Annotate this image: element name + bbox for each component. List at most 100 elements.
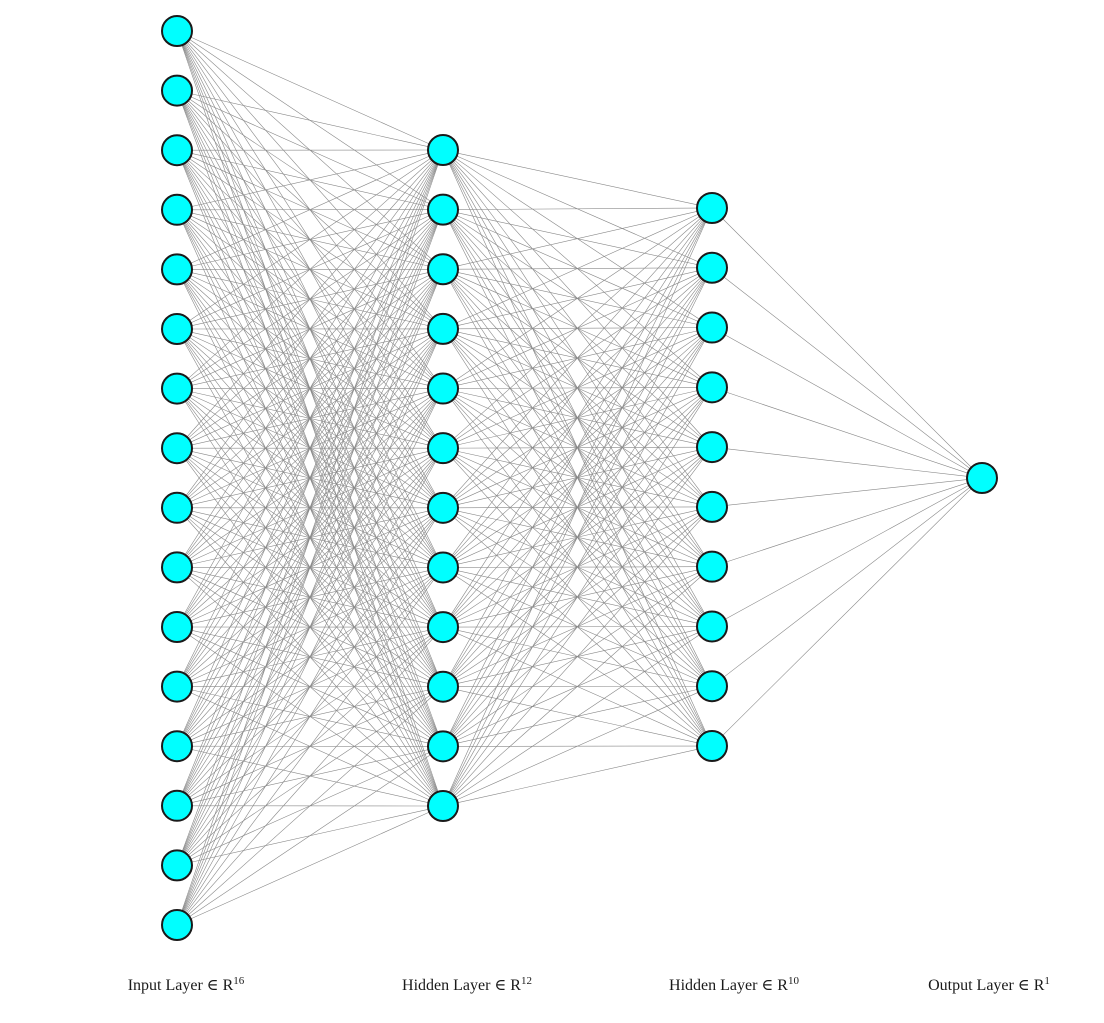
neuron-node-input-14[interactable] [161, 789, 193, 822]
network-edge [456, 692, 699, 801]
layer-label-dimension: 16 [233, 975, 245, 987]
network-edge [457, 211, 698, 267]
neuron-node-input-15[interactable] [161, 849, 193, 882]
network-edge [189, 754, 431, 917]
neuron-node-hidden1-12[interactable] [427, 790, 459, 822]
layer-label-text: Output Layer ∈ R [928, 977, 1045, 994]
neuron-node-hidden2-6[interactable] [696, 490, 728, 523]
network-edge [182, 163, 438, 793]
neuron-node-input-5[interactable] [161, 253, 193, 286]
network-edge [190, 811, 430, 920]
neuron-node-hidden2-7[interactable] [696, 550, 728, 583]
network-edge [726, 391, 968, 474]
neuron-node-hidden1-8[interactable] [427, 551, 459, 584]
neuron-node-input-10[interactable] [161, 551, 193, 584]
network-edge [455, 216, 700, 381]
network-edge [454, 576, 701, 797]
neuron-node-hidden2-4[interactable] [696, 371, 728, 404]
layer-label-dimension: 1 [1044, 975, 1050, 987]
network-edge [190, 155, 430, 264]
neuron-node-hidden2-8[interactable] [696, 610, 728, 643]
network-edge [450, 340, 705, 794]
network-edge [726, 482, 968, 563]
network-edge [187, 696, 433, 916]
neuron-node-input-8[interactable] [161, 432, 193, 465]
layer-label-hidden1: Hidden Layer ∈ R12 [402, 975, 532, 994]
layer-label-text: Input Layer ∈ R [128, 977, 234, 994]
neuron-node-hidden1-2[interactable] [427, 193, 459, 226]
network-edge [191, 93, 429, 148]
neuron-node-hidden1-7[interactable] [427, 491, 459, 524]
neuron-node-input-11[interactable] [161, 611, 193, 643]
network-edge [457, 152, 698, 206]
neuron-node-hidden2-9[interactable] [696, 670, 728, 703]
neuron-node-hidden2-5[interactable] [696, 431, 728, 464]
network-edge [450, 220, 705, 615]
network-edge [450, 399, 705, 794]
neuron-node-input-3[interactable] [161, 134, 193, 167]
network-edge [724, 484, 970, 620]
network-edge [455, 634, 700, 798]
neuron-node-hidden1-11[interactable] [427, 730, 459, 763]
network-edge [185, 579, 435, 914]
neuron-node-hidden2-3[interactable] [696, 311, 728, 344]
network-edge [724, 334, 970, 471]
neuron-node-input-4[interactable] [161, 193, 193, 226]
network-edge [726, 448, 968, 477]
neuron-node-input-13[interactable] [161, 730, 193, 763]
network-edge [452, 218, 703, 497]
neuron-node-hidden2-2[interactable] [696, 251, 728, 284]
neuron-node-input-7[interactable] [161, 372, 193, 405]
network-edge [182, 283, 438, 912]
network-edge [453, 217, 702, 439]
neuron-node-hidden1-1[interactable] [427, 134, 459, 166]
network-edge [450, 220, 705, 674]
nodes-group [161, 15, 998, 941]
network-edge [726, 479, 968, 506]
network-edge [181, 223, 439, 912]
network-edge [452, 517, 703, 796]
network-edge [181, 164, 439, 911]
network-edge [183, 401, 437, 912]
neuron-node-hidden2-10[interactable] [696, 730, 728, 762]
network-edge [449, 221, 706, 734]
neuron-node-input-2[interactable] [161, 74, 193, 107]
network-edge [184, 162, 436, 615]
network-edge [181, 163, 439, 852]
network-edge [722, 488, 972, 736]
network-edge [451, 458, 704, 795]
network-edge [187, 159, 433, 379]
network-edge [183, 163, 437, 674]
neuron-node-hidden1-10[interactable] [427, 670, 459, 703]
network-edge [186, 160, 434, 438]
layer-label-input: Input Layer ∈ R16 [128, 975, 245, 994]
neuron-node-hidden2-1[interactable] [696, 192, 728, 224]
layer-label-text: Hidden Layer ∈ R [669, 977, 788, 994]
neuron-node-hidden1-4[interactable] [427, 312, 459, 345]
network-edge [723, 486, 971, 678]
network-edge [185, 161, 435, 496]
neuron-node-input-9[interactable] [161, 491, 193, 524]
network-edge [189, 158, 431, 321]
neuron-node-input-6[interactable] [161, 313, 193, 345]
network-edge [723, 276, 971, 470]
network-edge [182, 342, 438, 912]
neuron-node-hidden1-5[interactable] [427, 372, 459, 405]
neuron-node-input-12[interactable] [161, 670, 193, 703]
network-edge [448, 221, 707, 793]
neuron-node-hidden1-9[interactable] [427, 611, 459, 644]
neuron-node-hidden1-3[interactable] [427, 253, 459, 286]
layer-label-text: Hidden Layer ∈ R [402, 977, 521, 994]
network-edge [186, 638, 434, 915]
neuron-node-input-1[interactable] [161, 15, 193, 47]
network-edge [722, 218, 972, 468]
layer-label-hidden2: Hidden Layer ∈ R10 [669, 975, 799, 994]
neuron-node-output-1[interactable] [966, 462, 998, 494]
neuron-node-input-16[interactable] [161, 909, 193, 941]
neuron-node-hidden1-6[interactable] [427, 432, 459, 465]
network-edge [451, 219, 704, 556]
network-edge [184, 461, 436, 913]
